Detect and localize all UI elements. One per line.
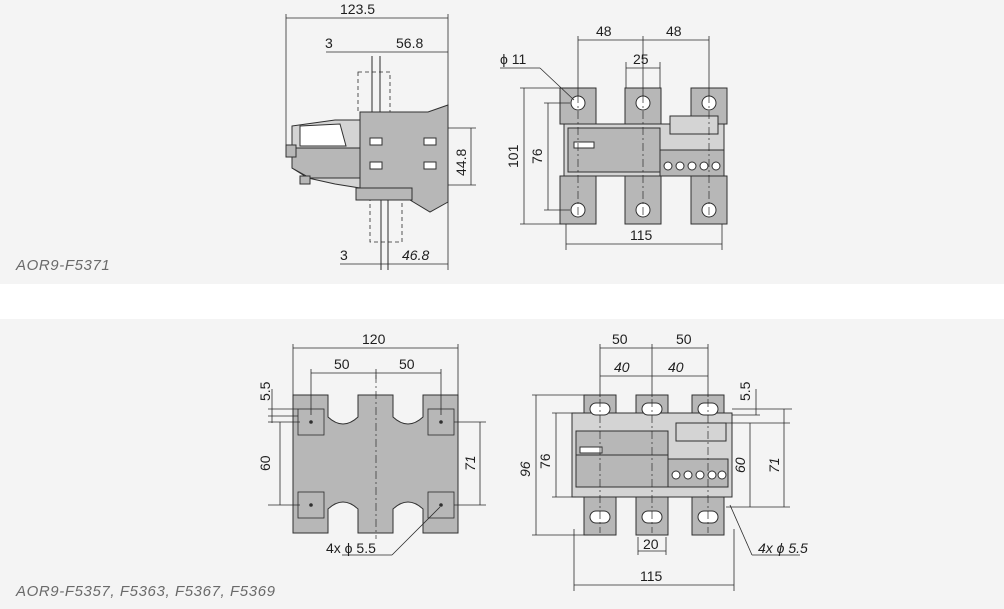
front2-outer-height: 96 <box>517 461 533 477</box>
front1-pitch-left: 48 <box>596 23 612 39</box>
side-height: 44.8 <box>453 149 469 176</box>
drawing-2: 120 50 50 5.5 60 71 4x ϕ 5.5 <box>15 331 808 600</box>
front1-inner-height: 76 <box>529 148 545 164</box>
panel2-caption: AOR9-F5357, F5363, F5367, F5369 <box>15 583 276 600</box>
mount-holes: 4x ϕ 5.5 <box>326 540 376 556</box>
mount-pitch-right: 50 <box>399 356 415 372</box>
front1-overall-width: 115 <box>630 227 653 243</box>
front2-hole-height-outer: 71 <box>766 457 782 473</box>
front2-holes: 4x ϕ 5.5 <box>758 540 808 556</box>
mount-overall-width: 120 <box>362 331 386 347</box>
front1-outer-height: 101 <box>505 144 521 168</box>
side-bottom-width: 46.8 <box>402 247 429 263</box>
front2-inner-left: 40 <box>614 359 630 375</box>
front-view-1: 48 48 25 ϕ 11 101 76 115 <box>500 23 728 250</box>
side-bottom-offset: 3 <box>340 247 348 263</box>
front2-slot-width: 20 <box>643 536 659 552</box>
front1-hole-dia: ϕ 11 <box>500 51 526 67</box>
front2-right-offset: 5.5 <box>737 381 753 401</box>
mount-pitch-left: 50 <box>334 356 350 372</box>
side-overall-width: 123.5 <box>340 1 375 17</box>
front-view-2: 50 50 40 40 96 76 5.5 60 71 20 4x ϕ 5.5 … <box>517 331 808 591</box>
front2-hole-height-inner: 60 <box>732 457 748 473</box>
panel1-caption: AOR9-F5371 <box>15 257 110 274</box>
mount-hole-height-right: 71 <box>462 455 478 471</box>
drawing-panel-1: 123.5 3 56.8 3 46.8 44.8 <box>0 0 1004 284</box>
front2-pitch-left: 50 <box>612 331 628 347</box>
front2-overall-width: 115 <box>640 568 663 584</box>
drawing-panel-2: 120 50 50 5.5 60 71 4x ϕ 5.5 <box>0 319 1004 609</box>
front2-inner-right: 40 <box>668 359 684 375</box>
mount-view: 120 50 50 5.5 60 71 4x ϕ 5.5 <box>257 331 486 556</box>
side-top-offset: 3 <box>325 35 333 51</box>
mount-edge-offset: 5.5 <box>257 381 273 401</box>
front2-inner-height: 76 <box>537 453 553 469</box>
front1-inner-pitch: 25 <box>633 51 649 67</box>
mount-hole-height-left: 60 <box>257 455 273 471</box>
front1-pitch-right: 48 <box>666 23 682 39</box>
drawing-1: 123.5 3 56.8 3 46.8 44.8 <box>15 1 728 274</box>
side-view: 123.5 3 56.8 3 46.8 44.8 <box>285 1 476 270</box>
front2-pitch-right: 50 <box>676 331 692 347</box>
side-top-width: 56.8 <box>396 35 423 51</box>
